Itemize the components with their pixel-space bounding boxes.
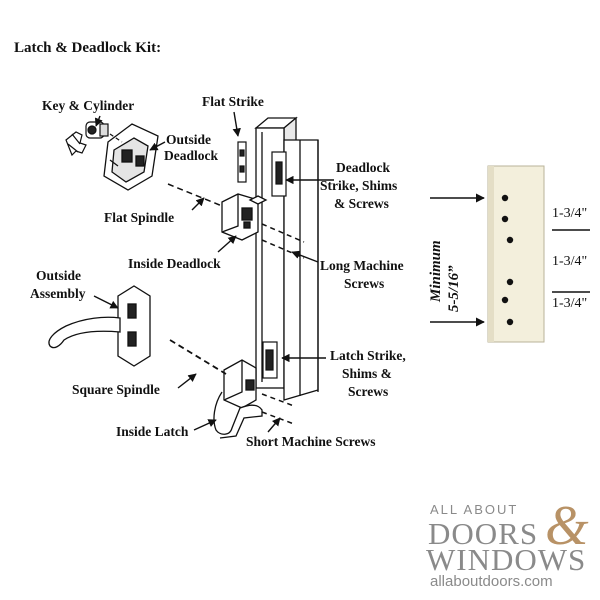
inside-deadlock-icon	[221, 193, 268, 241]
label-key-cylinder: Key & Cylinder	[42, 98, 135, 113]
logo-url: allaboutdoors.com	[430, 573, 553, 590]
measure-minimum-value: 5-5/16”	[446, 265, 462, 312]
outside-deadlock-icon	[103, 123, 159, 191]
outside-assembly-icon	[48, 285, 151, 367]
flat-strike-icon	[237, 141, 247, 183]
short-machine-screws	[261, 393, 295, 425]
latch-strike-plate	[262, 341, 278, 379]
label-short-screws: Short Machine Screws	[246, 434, 376, 449]
measure-spacing-2: 1-3/4"	[552, 254, 588, 269]
inside-latch-icon	[213, 359, 263, 439]
label-latch-strike-line1: Latch Strike,	[330, 348, 406, 363]
label-outside-deadlock-line1: Outside	[166, 132, 212, 147]
label-outside-assembly-line1: Outside	[36, 268, 82, 283]
key-cylinder-icon	[65, 121, 109, 157]
label-long-screws-line2: Screws	[344, 276, 385, 291]
logo-ampersand: &	[545, 495, 589, 557]
logo-line-all-about: ALL ABOUT	[430, 502, 519, 517]
label-inside-deadlock: Inside Deadlock	[128, 256, 221, 271]
label-outside-assembly-line2: Assembly	[30, 286, 86, 301]
measurement-arrows	[430, 193, 590, 327]
label-long-screws-line1: Long Machine	[320, 258, 404, 273]
label-inside-latch: Inside Latch	[116, 424, 189, 439]
flat-spindle-line	[167, 183, 223, 207]
door-frame	[254, 116, 319, 401]
label-flat-strike: Flat Strike	[202, 94, 264, 109]
measurement-plate	[487, 165, 545, 343]
measure-spacing-3: 1-3/4"	[552, 296, 588, 311]
logo-line-doors: DOORS	[428, 516, 539, 551]
measure-minimum-label: Minimum	[428, 240, 444, 302]
measure-spacing-1: 1-3/4"	[552, 206, 588, 221]
logo-line-windows: WINDOWS	[426, 542, 587, 577]
cylinder-insert-line	[109, 133, 123, 143]
label-flat-spindle: Flat Spindle	[104, 210, 175, 225]
diagram-title: Latch & Deadlock Kit:	[14, 40, 162, 56]
square-spindle-line	[169, 339, 227, 375]
label-square-spindle: Square Spindle	[72, 382, 160, 397]
brand-logo: ALL ABOUT DOORS & WINDOWS allaboutdoors.…	[425, 495, 595, 593]
label-latch-strike-line2: Shims &	[342, 366, 392, 381]
screw-holes	[501, 194, 514, 326]
label-deadlock-strike-line1: Deadlock	[336, 160, 390, 175]
deadlock-strike-plate	[271, 151, 287, 197]
label-deadlock-strike-line2: Strike, Shims	[320, 178, 398, 193]
label-outside-deadlock-line2: Deadlock	[164, 148, 218, 163]
leader-arrows	[93, 111, 334, 433]
label-latch-strike-line3: Screws	[348, 384, 389, 399]
label-deadlock-strike-line3: & Screws	[334, 196, 389, 211]
